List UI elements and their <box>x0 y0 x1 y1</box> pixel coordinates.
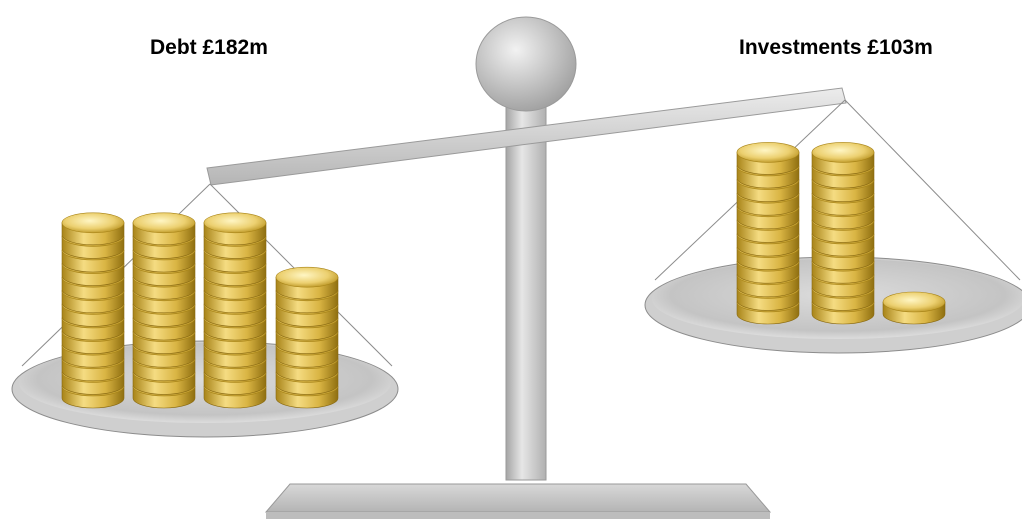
scale-beam <box>206 87 847 186</box>
coin <box>132 212 196 246</box>
scale-pole <box>505 95 547 481</box>
coin <box>203 212 267 246</box>
coin <box>275 266 339 300</box>
coin <box>61 212 125 246</box>
left-coin-stack <box>275 266 339 409</box>
coin <box>736 142 800 175</box>
left-coin-stack <box>203 212 267 409</box>
right-coin-stack <box>811 142 875 325</box>
coin <box>811 142 875 175</box>
right-coin-stack <box>736 142 800 325</box>
right-coin-stack <box>882 291 946 325</box>
left-coin-stacks <box>61 212 339 409</box>
investments-label: Investments £103m <box>739 36 933 59</box>
scale-knob <box>475 16 577 112</box>
scale-base <box>264 483 772 519</box>
left-coin-stack <box>61 212 125 409</box>
left-coin-stack <box>132 212 196 409</box>
debt-label: Debt £182m <box>150 36 268 59</box>
coin <box>882 291 946 325</box>
right-coin-stacks <box>736 142 946 325</box>
